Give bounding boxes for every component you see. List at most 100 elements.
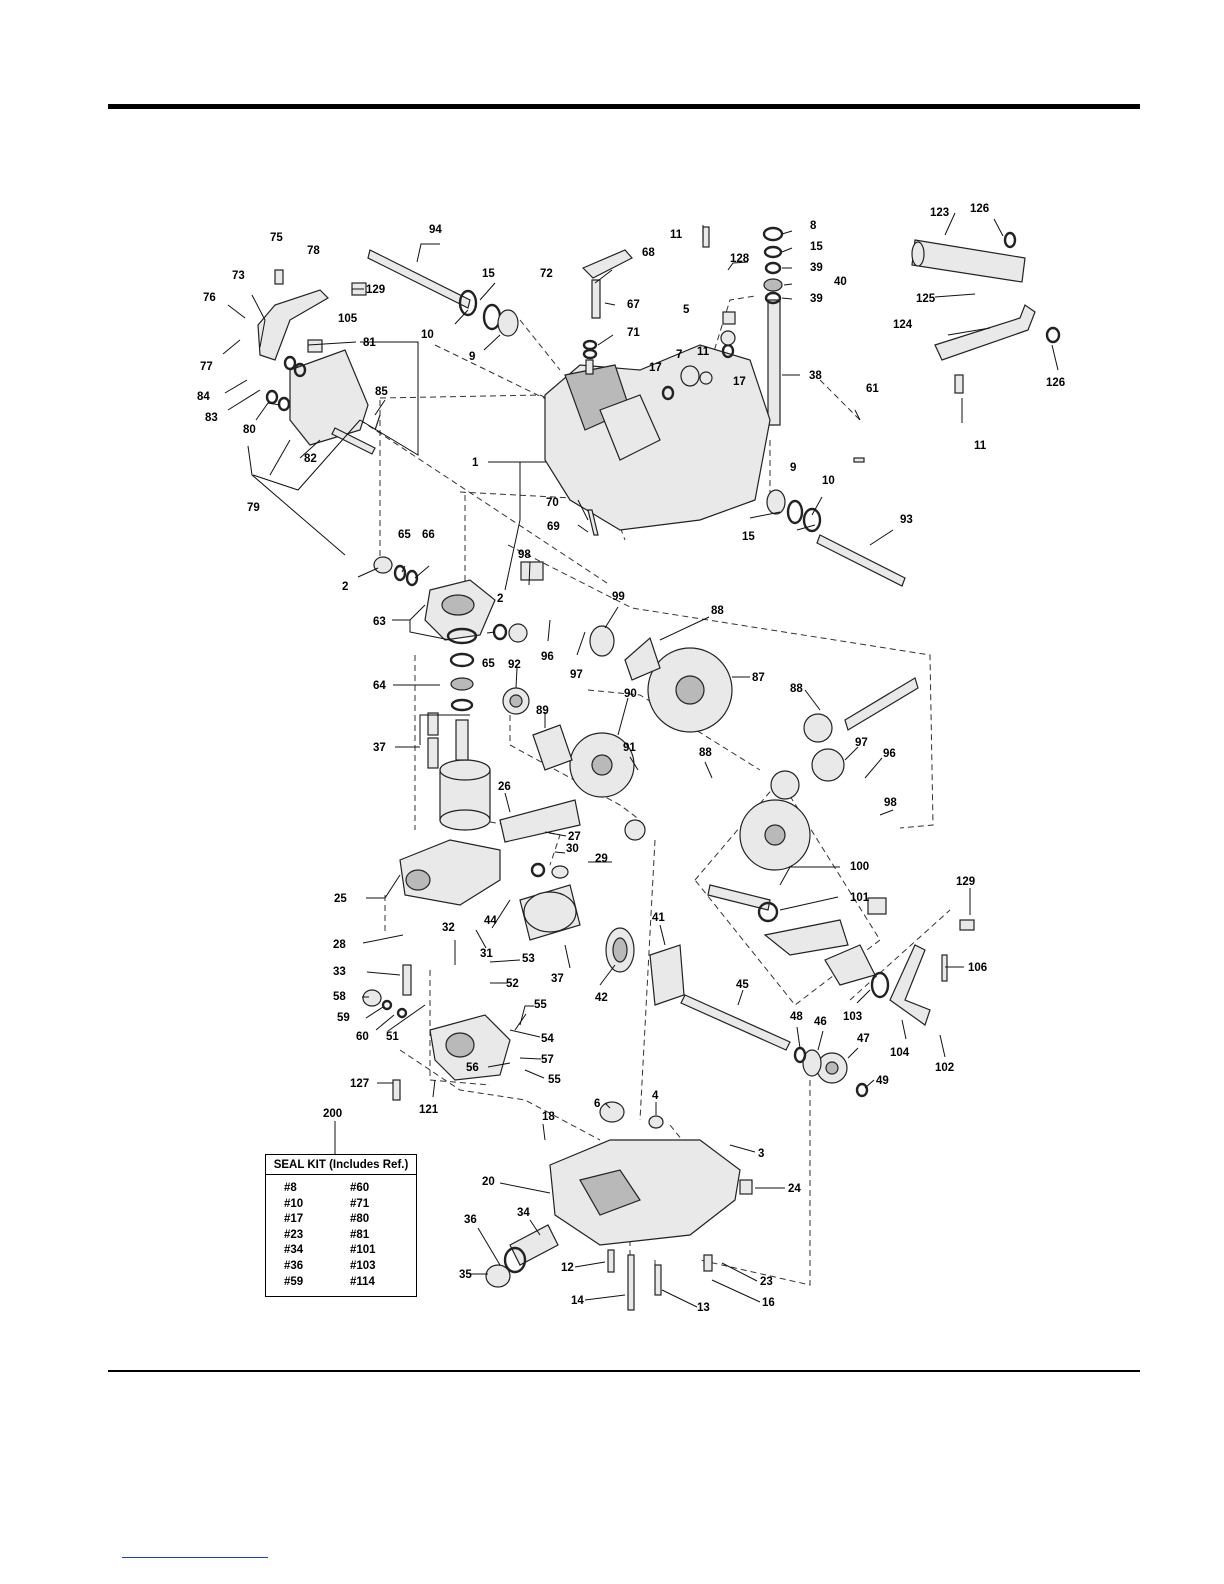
callout: 97: [570, 669, 583, 681]
callout: 16: [762, 1297, 775, 1309]
callout: 105: [338, 313, 358, 325]
callout: 42: [595, 992, 608, 1004]
callout: 30: [566, 843, 579, 855]
callout: 124: [893, 319, 913, 331]
callout: 17: [649, 362, 662, 374]
callout: 41: [652, 912, 665, 924]
callout: 82: [304, 453, 317, 465]
callout: 65: [482, 658, 495, 670]
callout: 37: [551, 973, 564, 985]
callout: 25: [334, 893, 347, 905]
callout: 121: [419, 1104, 439, 1116]
callout: 40: [834, 276, 847, 288]
callout: 37: [373, 742, 386, 754]
callout: 123: [930, 207, 949, 219]
callout: 84: [197, 391, 210, 403]
callout: 94: [429, 224, 442, 236]
seal-kit-columns: #8 #10 #17 #23 #34 #36 #59 #60 #71 #80 #…: [266, 1175, 416, 1290]
callout: 126: [970, 203, 989, 215]
callout: 49: [876, 1075, 889, 1087]
callout: 106: [968, 962, 987, 974]
footer-link-underline[interactable]: [122, 1557, 268, 1558]
callout: 54: [541, 1033, 554, 1045]
callout: 10: [421, 329, 434, 341]
seal-kit-item: #36: [284, 1259, 304, 1272]
callout: 52: [506, 978, 519, 990]
callout: 65: [398, 529, 411, 541]
callout: 61: [866, 383, 879, 395]
callout: 33: [333, 966, 346, 978]
callout: 39: [810, 293, 823, 305]
callout: 6: [594, 1098, 600, 1110]
callout: 83: [205, 412, 218, 424]
callout: 23: [760, 1276, 773, 1288]
seal-kit-item: #101: [350, 1244, 376, 1257]
seal-kit-item: #80: [350, 1213, 370, 1226]
callout: 68: [642, 247, 655, 259]
callout: 81: [363, 337, 376, 349]
callout: 89: [536, 705, 549, 717]
callout: 26: [498, 781, 511, 793]
callout: 28: [333, 939, 346, 951]
callout: 8: [810, 220, 817, 232]
callout: 98: [518, 549, 531, 561]
callout: 72: [540, 268, 553, 280]
callout: 127: [350, 1078, 369, 1090]
callout: 60: [356, 1031, 369, 1043]
callout: 71: [627, 327, 640, 339]
callout: 67: [627, 299, 640, 311]
callout: 66: [422, 529, 435, 541]
seal-kit-item: #59: [284, 1275, 304, 1288]
callout: 104: [890, 1047, 910, 1059]
callout: 29: [595, 853, 608, 865]
seal-kit-item: #103: [350, 1259, 376, 1272]
callout: 12: [561, 1262, 574, 1274]
callout: 100: [850, 861, 869, 873]
seal-kit-table: SEAL KIT (Includes Ref.) #8 #10 #17 #23 …: [265, 1154, 417, 1297]
callout: 76: [203, 292, 216, 304]
callout: 70: [546, 497, 559, 509]
callout: 1: [472, 457, 479, 469]
seal-kit-item: #71: [350, 1197, 370, 1210]
bottom-rule: [108, 1370, 1140, 1372]
callout: 15: [742, 531, 755, 543]
callout: 99: [612, 591, 625, 603]
callout: 55: [534, 999, 547, 1011]
callout: 11: [670, 229, 683, 241]
callout: 7: [676, 349, 682, 361]
seal-kit-item: #114: [350, 1275, 375, 1288]
callout: 46: [814, 1016, 827, 1028]
callout: 97: [855, 737, 868, 749]
callout: 125: [916, 293, 936, 305]
callout-labels: 75 78 94 68 11 8 123 126 73 129 15 72 12…: [197, 203, 1065, 1314]
callout: 85: [375, 386, 388, 398]
callout: 10: [822, 475, 835, 487]
seal-kit-item: #23: [284, 1228, 304, 1241]
callout: 53: [522, 953, 535, 965]
callout: 73: [232, 270, 245, 282]
callout: 18: [542, 1111, 555, 1123]
callout: 4: [652, 1090, 659, 1102]
callout: 11: [974, 440, 987, 452]
callout: 24: [788, 1183, 801, 1195]
callout: 48: [790, 1011, 803, 1023]
callout: 15: [810, 241, 823, 253]
callout: 102: [935, 1062, 954, 1074]
callout: 31: [480, 948, 493, 960]
callout: 13: [697, 1302, 710, 1314]
callout: 34: [517, 1207, 530, 1219]
callout: 44: [484, 915, 497, 927]
callout: 78: [307, 245, 320, 257]
callout: 103: [843, 1011, 862, 1023]
callout: 51: [386, 1031, 399, 1043]
callout: 91: [623, 742, 636, 754]
callout: 17: [733, 376, 746, 388]
seal-kit-title: SEAL KIT (Includes Ref.): [266, 1155, 416, 1175]
seal-kit-column-left: #8 #10 #17 #23 #34 #36 #59: [284, 1181, 350, 1290]
callout: 9: [790, 462, 796, 474]
callout: 75: [270, 232, 283, 244]
part-shapes: [257, 226, 1061, 1311]
callout: 36: [464, 1214, 477, 1226]
callout: 57: [541, 1054, 554, 1066]
callout: 2: [342, 581, 348, 593]
